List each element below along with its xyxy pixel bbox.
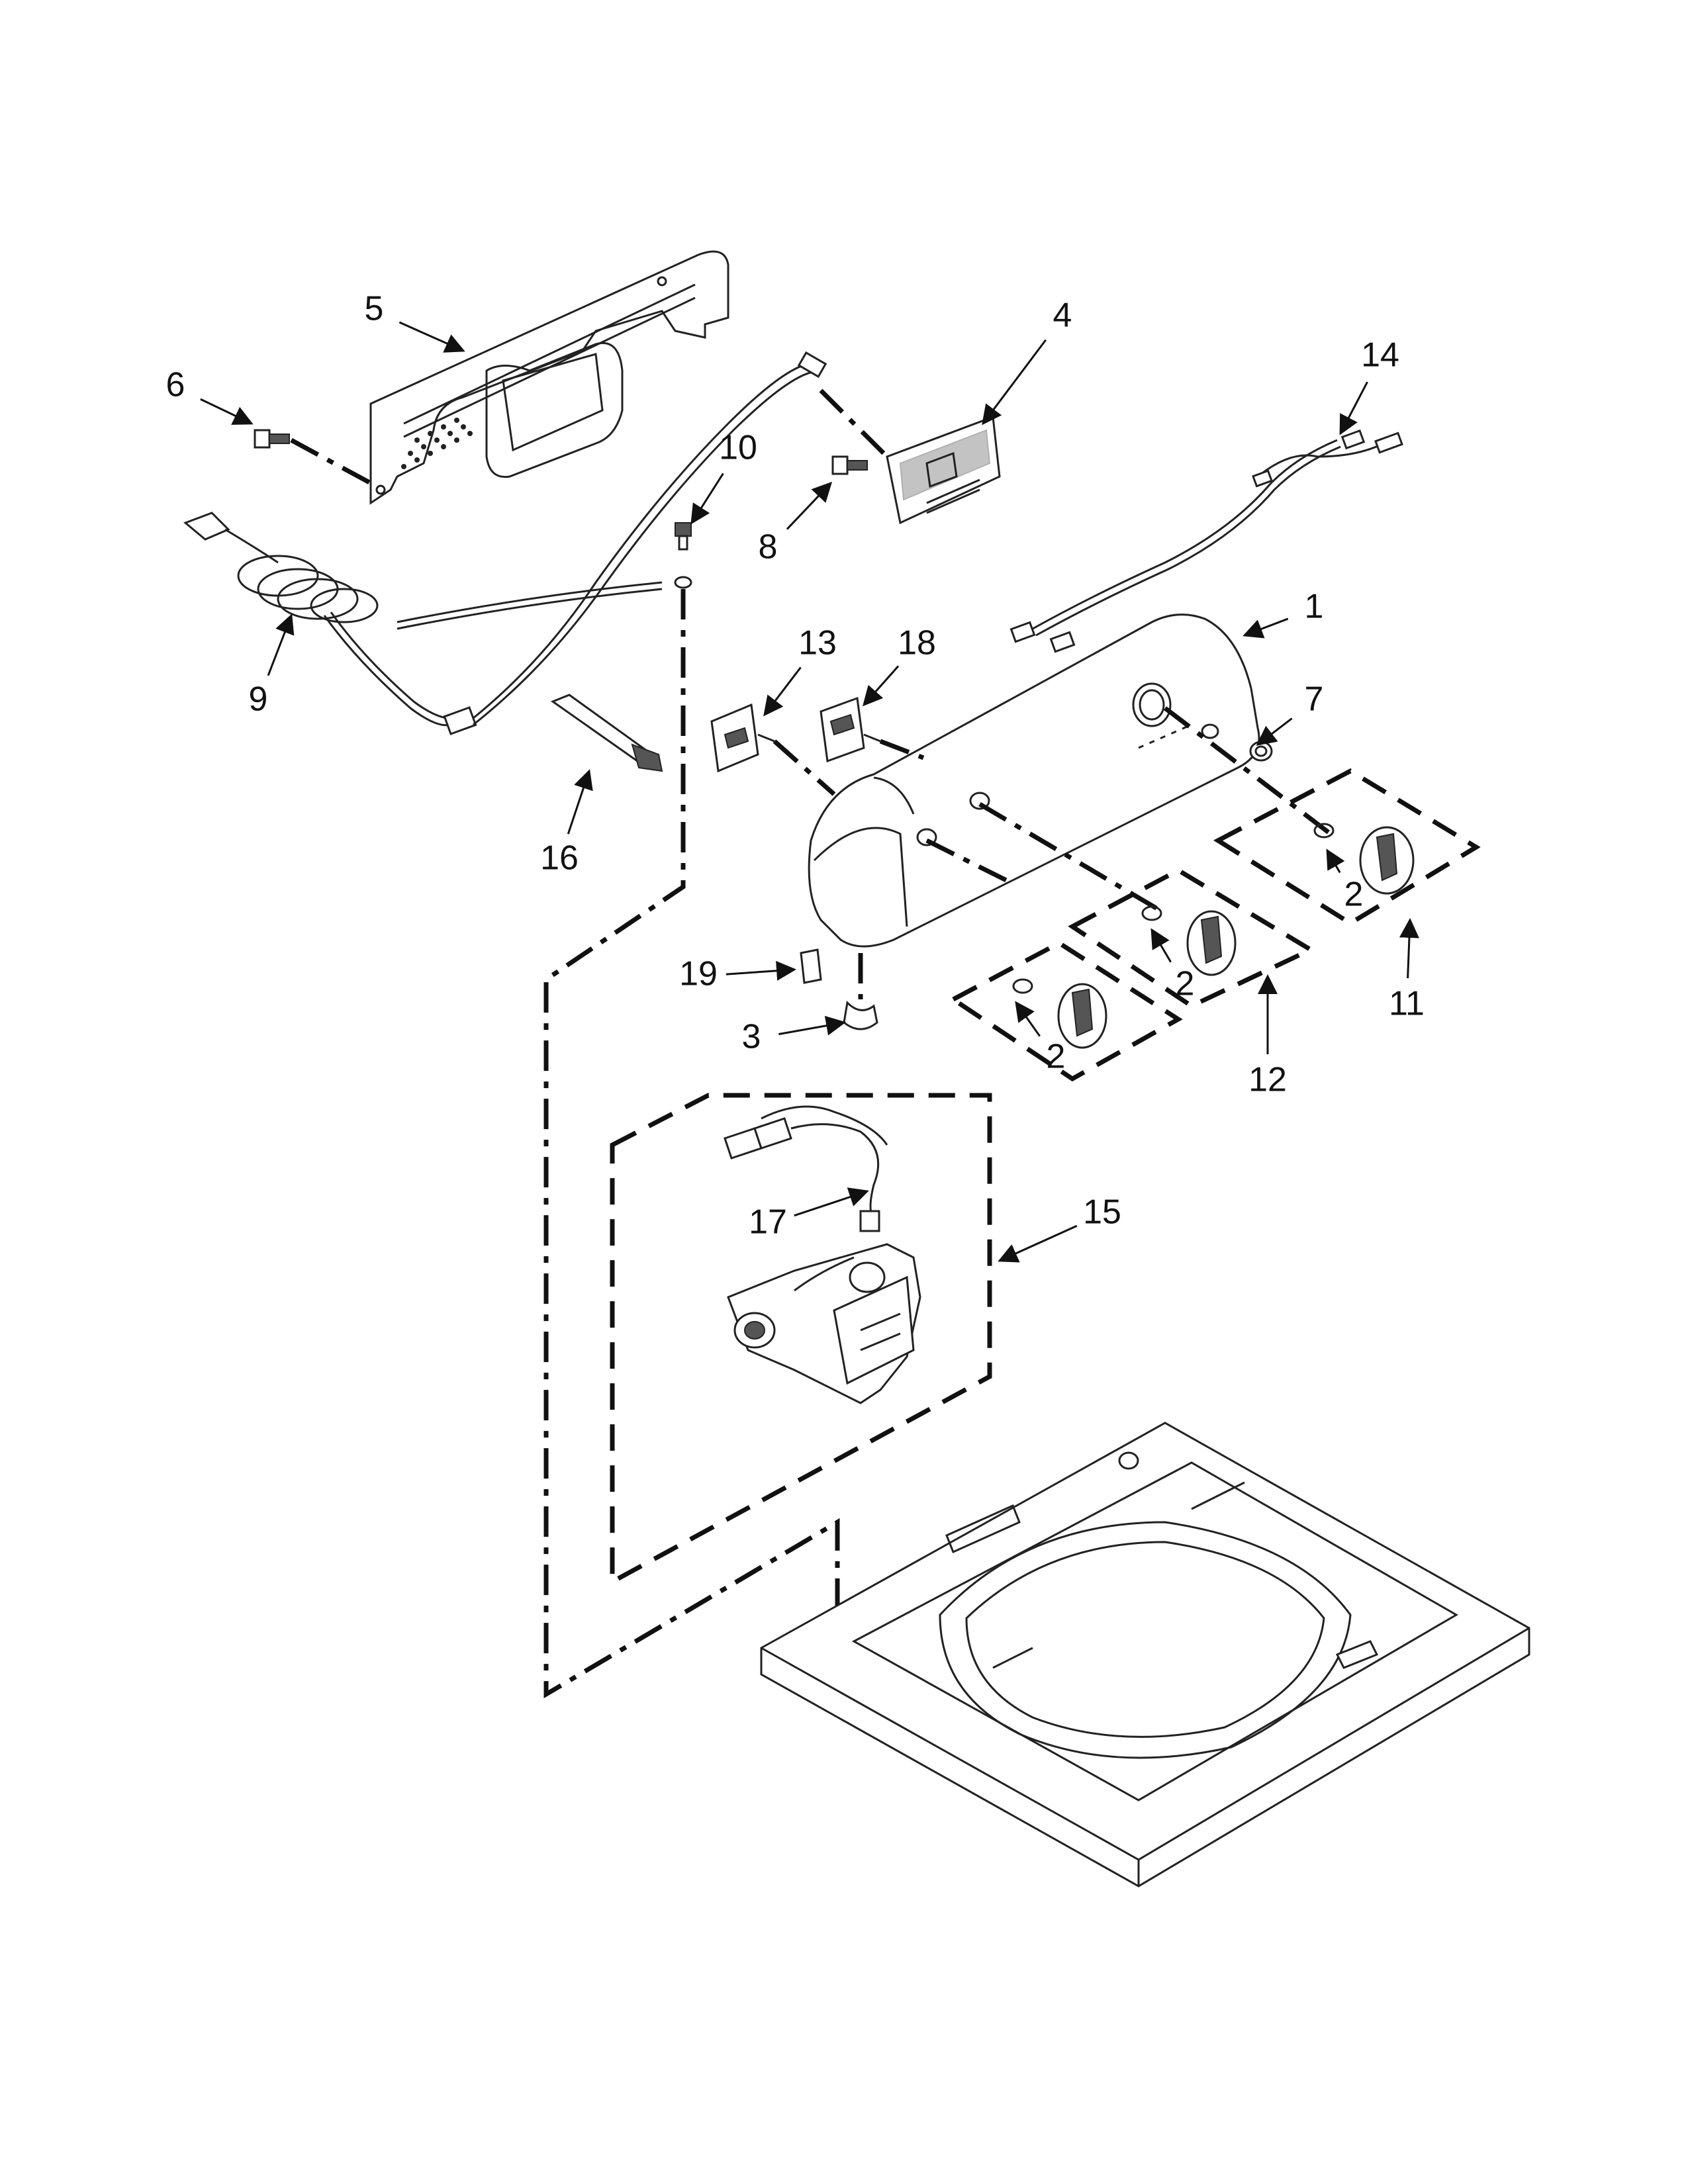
callout-17: 17: [749, 1203, 787, 1242]
callout-18: 18: [898, 624, 936, 662]
callout-19-leader: [726, 960, 796, 981]
callout-2b: 2: [1176, 965, 1195, 1003]
rear-console-panel: [369, 250, 729, 505]
switch18-line: [879, 739, 925, 760]
callout-2c-leader: [1015, 1001, 1041, 1037]
callout-14: 14: [1361, 336, 1399, 375]
group-box-12b: [1068, 867, 1316, 1009]
callout-12: 12: [1248, 1061, 1287, 1099]
group-box-15: [610, 1093, 992, 1586]
callout-3: 3: [742, 1018, 761, 1056]
callout-7-leader: [1256, 717, 1293, 746]
callout-6: 6: [166, 366, 185, 404]
callout-13-leader: [763, 666, 802, 717]
callout-19: 19: [679, 955, 718, 993]
wire-harness-valve: [724, 1105, 888, 1232]
callout-16: 16: [540, 839, 579, 878]
washer-top: [760, 1422, 1530, 1888]
switch-13: [710, 703, 775, 773]
callout-15: 15: [1083, 1193, 1121, 1232]
callout-14-leader: [1339, 381, 1368, 435]
clip-19: [800, 948, 822, 984]
callout-8: 8: [759, 528, 778, 567]
callout-6-leader: [200, 398, 254, 425]
callout-2b-leader: [1150, 928, 1172, 963]
water-inlet-valve: [727, 1243, 921, 1404]
callout-4-leader: [982, 339, 1047, 426]
callout-3-leader: [778, 1015, 846, 1036]
panel-vent-holes: [401, 418, 473, 469]
callout-5: 5: [365, 290, 384, 328]
callout-17-leader: [794, 1187, 869, 1217]
axis-knob-left: [925, 838, 1014, 886]
axis-knob-top: [1163, 706, 1333, 836]
console-nut: [1249, 741, 1273, 762]
switch-18: [820, 696, 881, 763]
callout-1-leader: [1243, 617, 1289, 639]
knob-top: [1313, 823, 1415, 895]
console: [808, 614, 1260, 948]
callout-10-leader: [690, 473, 724, 525]
callout-7: 7: [1305, 680, 1324, 719]
callout-13: 13: [798, 624, 837, 662]
ground-wire-path: [543, 589, 840, 1699]
panel-screw: [254, 429, 290, 449]
callout-2a: 2: [1344, 876, 1364, 914]
callout-15-leader: [998, 1224, 1078, 1263]
callout-11: 11: [1389, 985, 1425, 1023]
callout-9-leader: [267, 614, 295, 676]
cable-tie: [550, 694, 663, 772]
callout-11-leader: [1399, 918, 1419, 979]
screw-alignment-line: [290, 437, 372, 486]
callout-1: 1: [1305, 588, 1324, 626]
clip-3: [843, 1000, 878, 1030]
axis-knob-mid: [978, 801, 1166, 916]
callout-8-leader: [786, 481, 833, 530]
group-box-11: [1213, 768, 1481, 927]
power-cord: [183, 351, 827, 735]
knob-left: [1012, 978, 1107, 1049]
group-box-12a: [949, 940, 1183, 1082]
ground-screw: [674, 522, 692, 589]
callout-2c: 2: [1047, 1038, 1066, 1076]
callout-16-leader: [567, 769, 593, 835]
board-alignment-line: [819, 388, 889, 459]
callout-5-leader: [399, 321, 465, 353]
control-board: [886, 415, 1001, 525]
callout-2a-leader: [1326, 848, 1345, 874]
switch13-line: [773, 739, 836, 796]
callout-9: 9: [249, 680, 268, 719]
callout-4: 4: [1053, 296, 1072, 335]
wire-harness-console: [1009, 429, 1403, 653]
knob-mid: [1141, 905, 1237, 976]
callout-10: 10: [719, 429, 757, 467]
callout-18-leader: [863, 665, 900, 707]
board-screw: [831, 455, 868, 475]
